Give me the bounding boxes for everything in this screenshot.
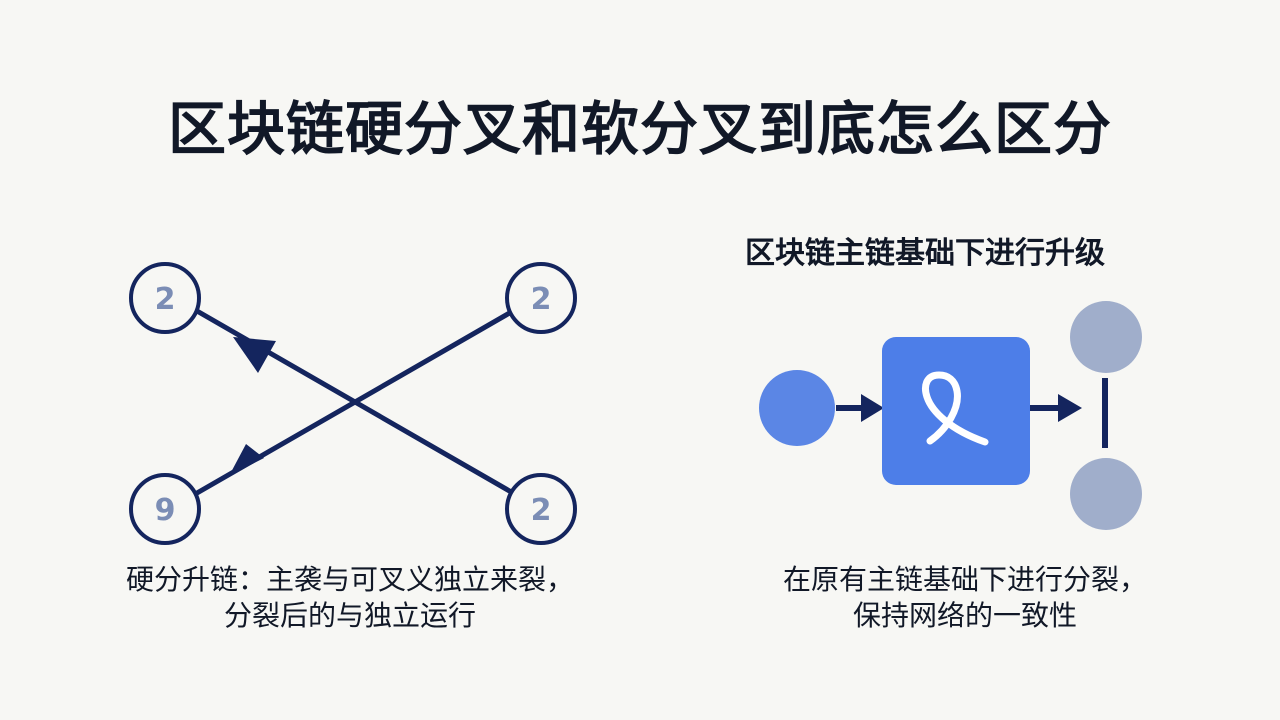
node-top-right-label: 2 xyxy=(531,282,552,317)
arrowhead-to-branch xyxy=(1058,394,1082,422)
node-bottom-left: 9 xyxy=(129,473,201,545)
soft-fork-diagram xyxy=(759,301,1142,530)
soft-fork-caption-line-2: 保持网络的一致性 xyxy=(852,599,1077,632)
arrowhead-lower-left xyxy=(229,444,264,476)
soft-fork-caption-line-1: 在原有主链基础下进行分裂， xyxy=(782,563,1147,596)
node-top-left-label: 2 xyxy=(155,282,176,317)
branch-node-top xyxy=(1070,301,1142,373)
page-title: 区块链硬分叉和软分叉到底怎么区分 xyxy=(167,95,1112,163)
node-top-left: 2 xyxy=(129,262,201,334)
node-bottom-right-label: 2 xyxy=(531,493,552,528)
hard-fork-caption: 硬分升链：主袭与可叉义独立来裂， 分裂后的与独立运行 xyxy=(85,562,615,634)
node-bottom-right: 2 xyxy=(505,473,577,545)
branch-node-bottom xyxy=(1070,458,1142,530)
node-bottom-left-label: 9 xyxy=(155,493,176,528)
hard-fork-caption-line-2: 分裂后的与独立运行 xyxy=(223,599,476,632)
node-top-right: 2 xyxy=(505,262,577,334)
upgrade-symbol-icon xyxy=(922,371,989,446)
soft-fork-caption: 在原有主链基础下进行分裂， 保持网络的一致性 xyxy=(735,562,1195,634)
source-node xyxy=(759,370,835,446)
arrowhead-into-center xyxy=(861,394,884,422)
soft-fork-heading: 区块链主链基础下进行升级 xyxy=(745,236,1105,271)
arrowhead-upper-left xyxy=(233,337,276,373)
hard-fork-caption-line-1: 硬分升链：主袭与可叉义独立来裂， xyxy=(125,563,574,596)
hard-fork-diagram: 2 2 9 2 xyxy=(129,262,577,545)
